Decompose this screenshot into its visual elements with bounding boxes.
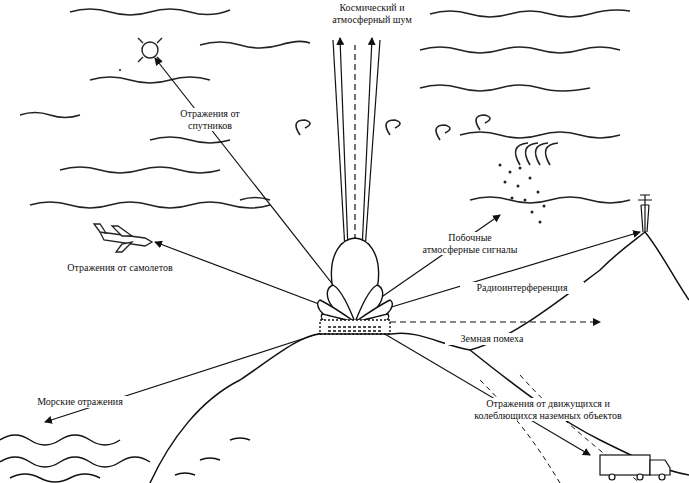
scene-label: Отражения от спутников [168, 108, 252, 131]
antenna-pattern [318, 238, 393, 334]
terrain [150, 232, 689, 483]
satellite [138, 38, 162, 62]
scene-label: Земная помеха [445, 333, 539, 345]
truck [600, 455, 670, 480]
scene-label: Отражения от движущихся и колеблющихся н… [471, 398, 625, 421]
radio-tower [638, 195, 652, 232]
airplane [94, 224, 152, 252]
scene-label: Морские отражения [23, 396, 137, 408]
atmospheric-particles [499, 164, 546, 224]
scene-label: Космический и атмосферный шум [323, 2, 422, 25]
sea-waves [0, 435, 150, 482]
clouds [20, 9, 630, 208]
scene-label: Побочные атмосферные сигналы [418, 232, 522, 255]
speck [119, 69, 121, 71]
scene-label: Радиоинтерференция [460, 282, 584, 294]
radar-rays [45, 38, 640, 455]
scene-label: Отражения от самолетов [48, 262, 192, 274]
